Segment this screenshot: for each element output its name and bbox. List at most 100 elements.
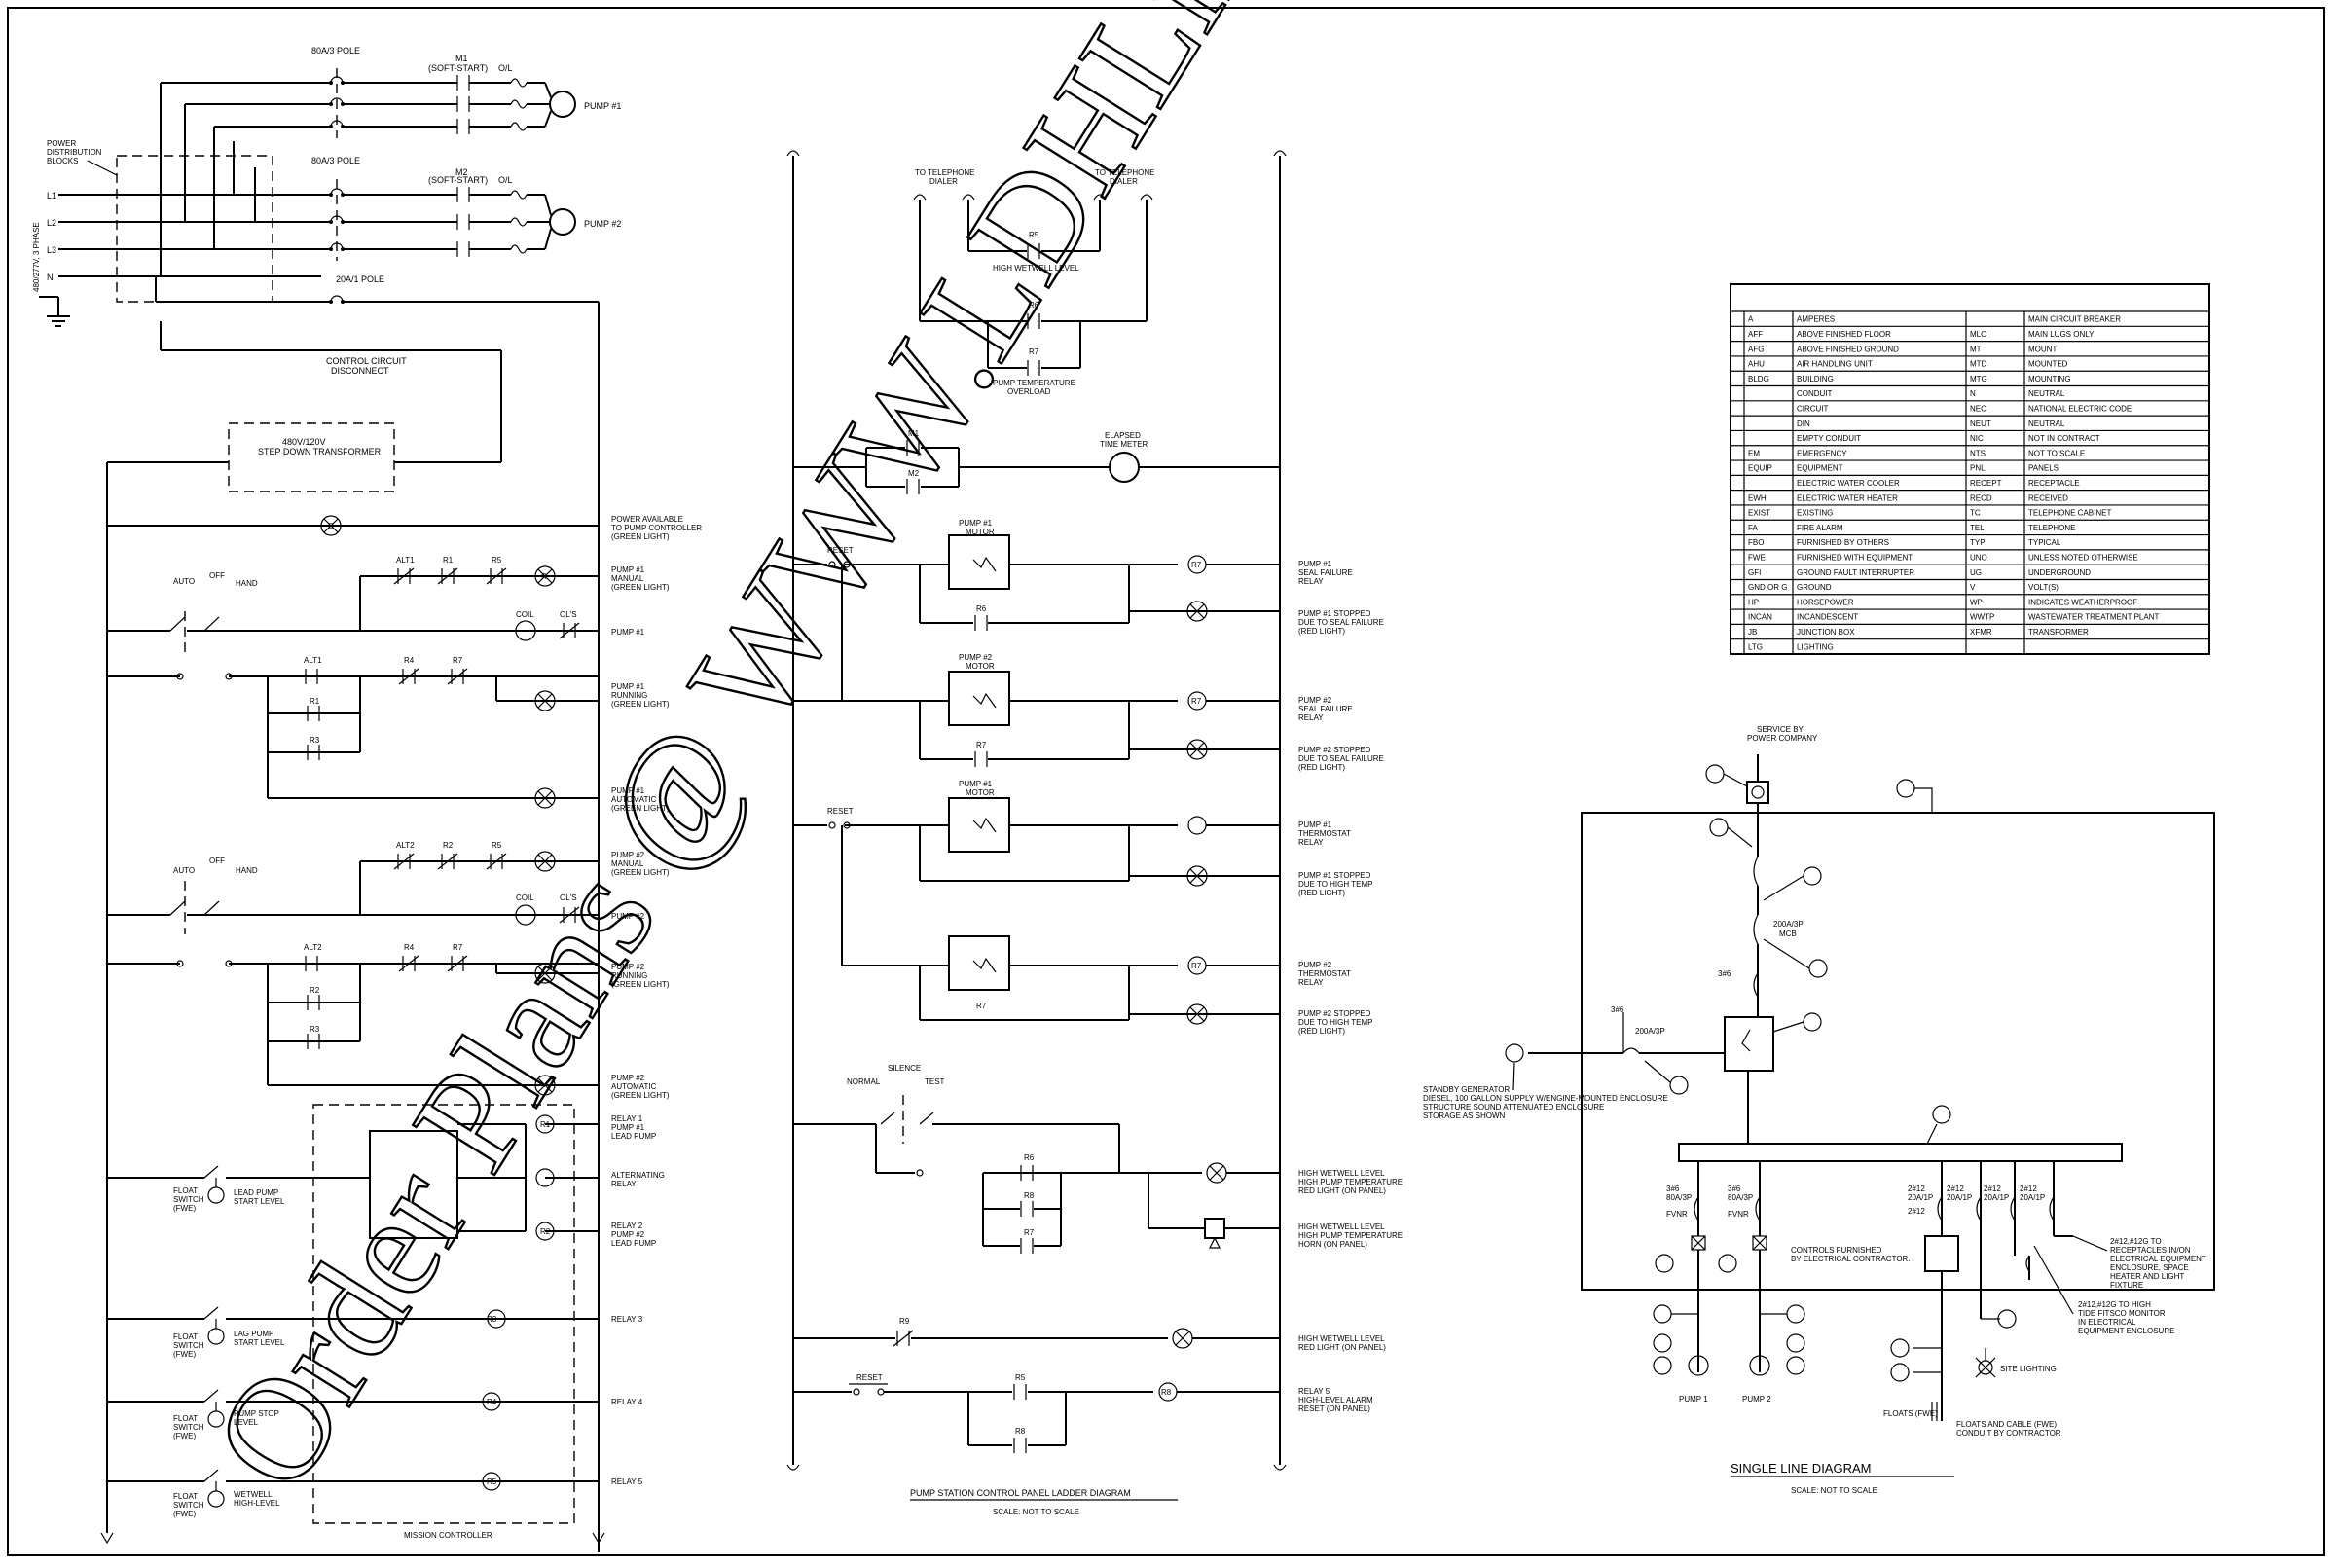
phase-label: 480/277V, 3 PHASE [32, 222, 41, 292]
table-cell: FWE [1748, 554, 1766, 563]
svg-text:(FWE): (FWE) [173, 1204, 196, 1213]
table-cell: ABOVE FINISHED FLOOR [1797, 330, 1891, 339]
table-cell: NATIONAL ELECTRIC CODE [2028, 404, 2132, 413]
svg-text:SEAL FAILURE: SEAL FAILURE [1298, 705, 1353, 713]
svg-text:PUMP #1: PUMP #1 [1298, 820, 1332, 829]
single-line-diagram: SERVICE BY POWER COMPANY 200A/3P MCB 3#6… [1423, 725, 2215, 1495]
svg-text:FLOAT: FLOAT [173, 1414, 198, 1423]
svg-text:CONTROLS FURNISHED: CONTROLS FURNISHED [1791, 1246, 1882, 1255]
table-cell: FBO [1748, 538, 1764, 547]
table-cell: PANELS [2028, 464, 2059, 473]
svg-text:R7: R7 [1024, 1228, 1035, 1237]
svg-text:LAG PUMP: LAG PUMP [234, 1330, 273, 1338]
svg-text:PUMP #1: PUMP #1 [959, 780, 993, 788]
svg-text:OFF: OFF [209, 857, 225, 865]
table-cell: GROUND [1797, 583, 1832, 592]
svg-text:STRUCTURE SOUND ATTENUATED ENC: STRUCTURE SOUND ATTENUATED ENCLOSURE [1423, 1103, 1604, 1112]
table-cell: HP [1748, 598, 1759, 606]
svg-text:R7: R7 [976, 741, 987, 749]
svg-text:RELAY: RELAY [1298, 577, 1324, 586]
svg-text:2#12,#12G TO: 2#12,#12G TO [2110, 1237, 2162, 1246]
svg-text:TIDE FITSCO MONITOR: TIDE FITSCO MONITOR [2078, 1309, 2166, 1318]
table-cell: UNLESS NOTED OTHERWISE [2028, 554, 2138, 563]
table-cell: GROUND FAULT INTERRUPTER [1797, 568, 1914, 577]
svg-text:HIGH WETWELL LEVEL: HIGH WETWELL LEVEL [1298, 1222, 1385, 1231]
svg-text:AUTO: AUTO [173, 577, 195, 586]
svg-text:ALT1: ALT1 [304, 656, 322, 665]
svg-text:R7: R7 [453, 656, 463, 665]
svg-text:(GREEN LIGHT): (GREEN LIGHT) [611, 868, 670, 877]
svg-text:SWITCH: SWITCH [173, 1501, 204, 1510]
svg-text:RELAY 5: RELAY 5 [1298, 1387, 1330, 1396]
svg-text:COIL: COIL [516, 893, 534, 902]
l1-label: L1 [47, 191, 56, 201]
svg-text:MOTOR: MOTOR [966, 662, 995, 671]
svg-text:2#12: 2#12 [1908, 1185, 1925, 1193]
svg-text:PUMP #1: PUMP #1 [959, 519, 993, 528]
dist-label-3: BLOCKS [47, 157, 78, 165]
table-cell: RECEPT [1970, 479, 2002, 488]
svg-text:R8: R8 [1024, 1191, 1035, 1200]
svg-text:NORMAL: NORMAL [847, 1077, 881, 1086]
svg-text:PUMP #1: PUMP #1 [611, 628, 645, 637]
svg-text:(RED LIGHT): (RED LIGHT) [1298, 1027, 1345, 1036]
svg-text:TO TELEPHONE: TO TELEPHONE [915, 168, 975, 177]
svg-text:RELAY 4: RELAY 4 [611, 1398, 643, 1406]
svg-text:2#12: 2#12 [2020, 1185, 2037, 1193]
svg-text:HIGH PUMP TEMPERATURE: HIGH PUMP TEMPERATURE [1298, 1231, 1403, 1240]
svg-text:FVNR: FVNR [1666, 1210, 1688, 1219]
svg-text:THERMOSTAT: THERMOSTAT [1298, 969, 1351, 978]
svg-text:PUMP #1: PUMP #1 [1298, 560, 1332, 568]
svg-text:FIXTURE: FIXTURE [2110, 1281, 2143, 1290]
xfmr-label-2: STEP DOWN TRANSFORMER [258, 447, 382, 456]
svg-text:R3: R3 [487, 1315, 497, 1324]
svg-text:(GREEN LIGHT): (GREEN LIGHT) [611, 583, 670, 592]
svg-text:200A/3P: 200A/3P [1635, 1027, 1665, 1036]
svg-text:(RED LIGHT): (RED LIGHT) [1298, 627, 1345, 636]
table-cell: MAIN CIRCUIT BREAKER [2028, 315, 2121, 324]
table-cell: FIRE ALARM [1797, 524, 1843, 532]
svg-text:PUMP #1: PUMP #1 [611, 682, 645, 691]
svg-text:R7: R7 [1191, 697, 1202, 706]
svg-text:3#6: 3#6 [1666, 1185, 1680, 1193]
table-cell: BLDG [1748, 375, 1769, 383]
svg-text:DUE TO SEAL FAILURE: DUE TO SEAL FAILURE [1298, 754, 1384, 763]
svg-text:PUMP #2: PUMP #2 [611, 851, 645, 859]
svg-text:(RED LIGHT): (RED LIGHT) [1298, 889, 1345, 897]
table-cell: NTS [1970, 449, 1986, 457]
svg-text:R5: R5 [1029, 231, 1039, 239]
svg-text:SILENCE: SILENCE [888, 1064, 921, 1073]
table-cell: NEUT [1970, 419, 1991, 428]
table-cell: ABOVE FINISHED GROUND [1797, 345, 1899, 353]
table-cell: NEC [1970, 404, 1986, 413]
table-cell: LTG [1748, 642, 1763, 651]
svg-text:R7: R7 [976, 1002, 987, 1010]
svg-text:R2: R2 [310, 986, 320, 995]
table-cell: UNDERGROUND [2028, 568, 2091, 577]
svg-text:ALT2: ALT2 [396, 841, 415, 850]
table-cell: AFG [1748, 345, 1764, 353]
table-cell: MTD [1970, 360, 1987, 369]
svg-text:PUMP #2: PUMP #2 [1298, 961, 1332, 969]
table-cell: MT [1970, 345, 1982, 353]
table-cell: TELEPHONE CABINET [2028, 509, 2111, 518]
svg-text:R2: R2 [540, 1227, 551, 1236]
svg-text:PUMP #1: PUMP #1 [611, 565, 645, 574]
svg-text:RED LIGHT (ON PANEL): RED LIGHT (ON PANEL) [1298, 1186, 1386, 1195]
svg-text:AUTO: AUTO [173, 866, 195, 875]
svg-text:TEST: TEST [925, 1077, 945, 1086]
m2-label: M2 [455, 167, 468, 177]
table-cell: MOUNTING [2028, 375, 2071, 383]
table-cell: RECEPTACLE [2028, 479, 2080, 488]
svg-text:FLOATS (FWE): FLOATS (FWE) [1883, 1409, 1938, 1418]
svg-text:LEAD PUMP: LEAD PUMP [611, 1132, 656, 1141]
svg-text:(RED LIGHT): (RED LIGHT) [1298, 763, 1345, 772]
svg-text:80A/3P: 80A/3P [1666, 1193, 1692, 1202]
svg-text:OFF: OFF [209, 571, 225, 580]
svg-text:OL'S: OL'S [560, 893, 577, 902]
svg-text:M2: M2 [908, 469, 920, 478]
svg-text:HIGH PUMP TEMPERATURE: HIGH PUMP TEMPERATURE [1298, 1178, 1403, 1186]
svg-text:R5: R5 [487, 1477, 497, 1486]
